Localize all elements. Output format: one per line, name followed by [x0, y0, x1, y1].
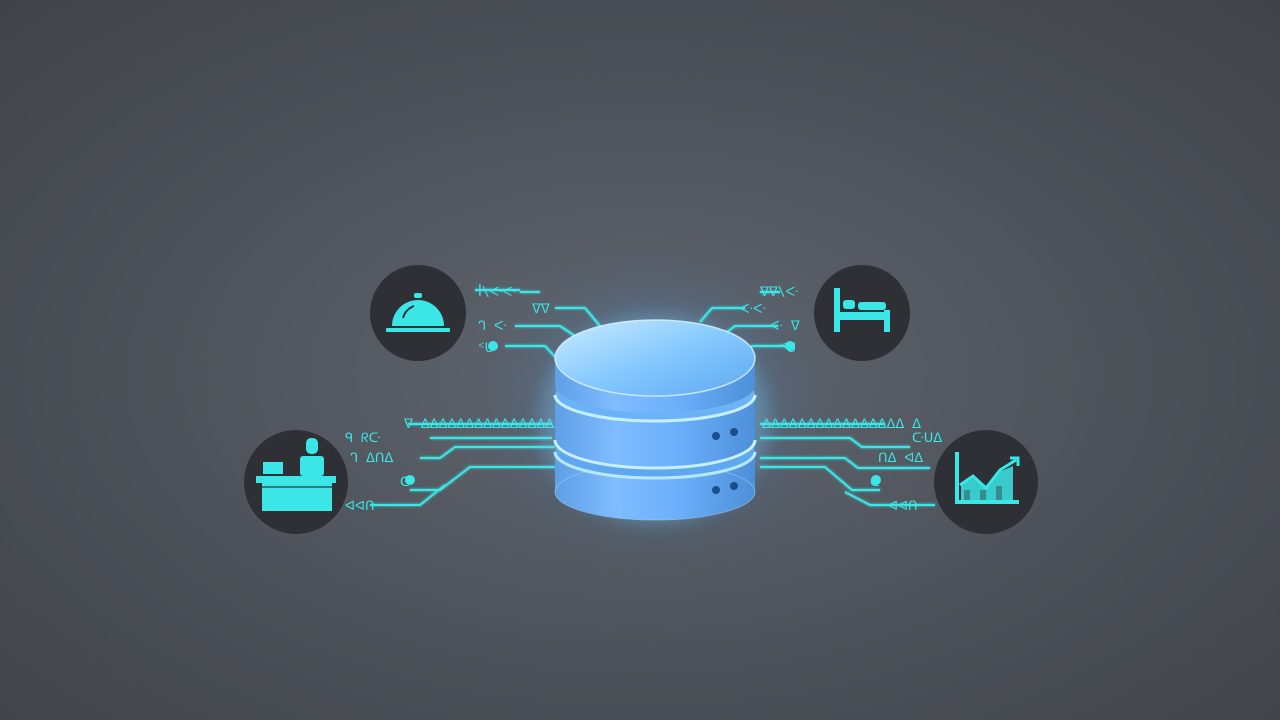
svg-text:ᐁ ᐃᐃᐃᐃᐃᐃᐃᐃᐃᐃᐃᐃᐃᐃᐃᐃᐃᐃ: ᐁ ᐃᐃᐃᐃᐃᐃᐃᐃᐃᐃᐃᐃᐃᐃᐃᐃᐃᐃ [404, 417, 581, 432]
circuit-traces [370, 289, 935, 506]
growth-chart-icon [934, 430, 1038, 534]
svg-text:ᐃᐃᐃᐃᐃᐃᐃᐃᐃᐃᐃᐃᐃᐃᐃᐃ ᐃ: ᐃᐃᐃᐃᐃᐃᐃᐃᐃᐃᐃᐃᐃᐃᐃᐃ ᐃ [762, 417, 921, 432]
bed-icon [814, 265, 910, 361]
reception-desk-icon [244, 430, 348, 534]
svg-text:ᐁᐁ\ᑅ: ᐁᐁ\ᑅ [760, 285, 799, 300]
svg-text:ᑕ: ᑕ [400, 475, 410, 490]
svg-text:ᐊᐊᑎ: ᐊᐊᑎ [345, 499, 375, 514]
svg-text:ᒉ ᑅ: ᒉ ᑅ [478, 319, 507, 334]
svg-text:ᑎᐃ ᐊᐃ: ᑎᐃ ᐊᐃ [878, 451, 923, 466]
svg-text:ᑢᑌᐃ: ᑢᑌᐃ [912, 431, 942, 446]
svg-text:ᑅᑅ: ᑅᑅ [740, 302, 766, 317]
svg-text:ᑅ ᐁ: ᑅ ᐁ [770, 319, 800, 334]
service-bell-icon [370, 265, 466, 361]
database-icon [540, 315, 770, 525]
circuit-glyph-noise: ꟾ\ᑅᑅ ᒉ ᑅ ᑉᑌ ᐁᐁ ᐁᐁ\ᑅ ᑅᑅ ᑅ ᐁ ᑉᑌ ᐁ ᐃᐃᐃᐃᐃᐃᐃᐃ… [345, 283, 942, 514]
svg-text:ᒉ ᐃᑎᐃ: ᒉ ᐃᑎᐃ [350, 451, 393, 466]
svg-text:ᐊᐊᑎ: ᐊᐊᑎ [888, 499, 918, 514]
svg-text:ꟾ\ᑅᑅ: ꟾ\ᑅᑅ [478, 283, 516, 300]
svg-text:ᑫ ᖇᑢ: ᑫ ᖇᑢ [345, 431, 380, 446]
svg-text:ᐁᐁ: ᐁᐁ [532, 302, 550, 317]
